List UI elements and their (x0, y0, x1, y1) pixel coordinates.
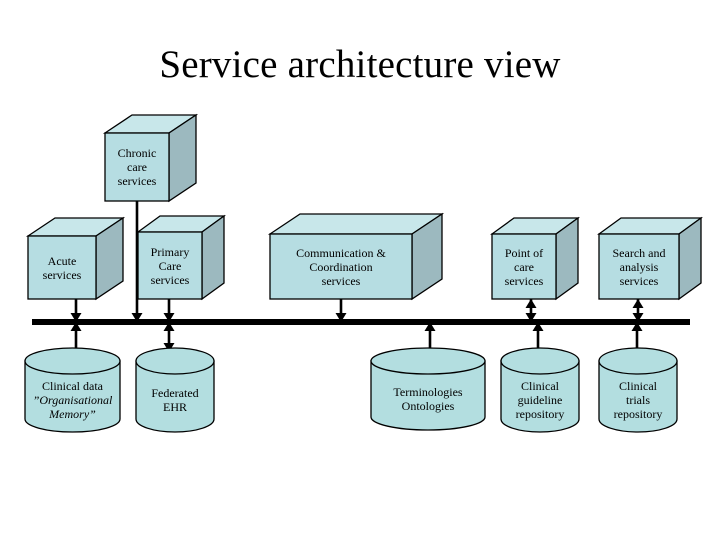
arrow-head (532, 322, 544, 331)
arrow-head (525, 299, 537, 308)
service-box-primary-care-services[interactable] (136, 214, 226, 301)
cylinder-top-ellipse (135, 347, 215, 375)
arrow-head (525, 313, 537, 322)
cylinder-body (598, 360, 678, 433)
cylinder-body (500, 360, 580, 433)
repository-clinical-data-organisational-memory[interactable] (24, 347, 121, 433)
repository-layer (24, 347, 678, 433)
connector-terminologies-to-bus (424, 322, 436, 352)
box-front-face (269, 233, 413, 300)
service-box-communication-coordination-services[interactable] (267, 212, 445, 301)
cylinder-top-ellipse (500, 347, 580, 375)
repository-terminologies-ontologies[interactable] (370, 347, 486, 431)
cylinder-body (370, 360, 486, 431)
arrow-head (632, 299, 644, 308)
arrow-head (163, 322, 175, 331)
arrow-head (163, 313, 175, 322)
service-box-layer (25, 113, 703, 301)
service-box-acute-services[interactable] (25, 216, 126, 301)
arrow-head (424, 322, 436, 331)
box-front-face (491, 233, 557, 300)
cylinder-body (135, 360, 215, 433)
repository-clinical-guideline-repository[interactable] (500, 347, 580, 433)
arrow-head (70, 322, 82, 331)
box-front-face (27, 235, 97, 300)
connector-chronic-to-bus (131, 201, 143, 322)
connector-communication-to-bus (335, 299, 347, 322)
connector-acute-to-bus (70, 299, 82, 322)
connector-bus-to-point-of-care (525, 299, 537, 322)
cylinder-top-ellipse (370, 347, 486, 375)
service-box-search-and-analysis-services[interactable] (597, 216, 703, 301)
service-box-point-of-care-services[interactable] (490, 216, 580, 301)
connector-clinical-data-to-bus (70, 322, 82, 352)
page-title: Service architecture view (159, 43, 561, 86)
arrow-head (632, 313, 644, 322)
arrow-head (70, 313, 82, 322)
cylinder-top-ellipse (598, 347, 678, 375)
cylinder-body (24, 360, 121, 433)
repository-federated-ehr[interactable] (135, 347, 215, 433)
box-front-face (104, 132, 170, 202)
connector-guideline-repo-to-bus (532, 322, 544, 352)
cylinder-top-ellipse (24, 347, 121, 375)
connector-trials-repo-to-bus (631, 322, 643, 352)
service-box-chronic-care-services[interactable] (102, 113, 199, 203)
arrow-head (631, 322, 643, 331)
box-front-face (137, 231, 203, 300)
arrow-head (131, 313, 143, 322)
connector-layer (70, 201, 644, 352)
arrow-head (335, 313, 347, 322)
box-front-face (598, 233, 680, 300)
connector-primary-to-bus (163, 299, 175, 322)
connector-bus-to-search-analysis (632, 299, 644, 322)
repository-clinical-trials-repository[interactable] (598, 347, 678, 433)
